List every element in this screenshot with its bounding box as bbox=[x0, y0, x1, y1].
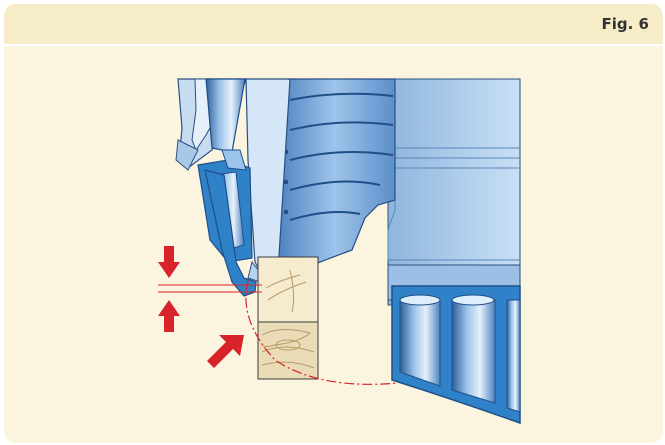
figure-label: Fig. 6 bbox=[601, 15, 649, 33]
bearing-illustration bbox=[158, 78, 521, 425]
arrow-up-icon bbox=[158, 300, 180, 332]
figure-panel: Fig. 6 bbox=[4, 4, 663, 443]
arrow-diagonal-icon bbox=[207, 335, 244, 368]
wood-sample bbox=[257, 256, 319, 380]
seal-lip bbox=[204, 169, 257, 297]
arrow-down-icon bbox=[158, 246, 180, 278]
roller-cage bbox=[391, 285, 521, 425]
clearance-lines bbox=[158, 279, 399, 385]
figure-header: Fig. 6 bbox=[4, 4, 663, 46]
right-housing bbox=[387, 78, 521, 306]
ribbed-cone bbox=[274, 78, 396, 273]
